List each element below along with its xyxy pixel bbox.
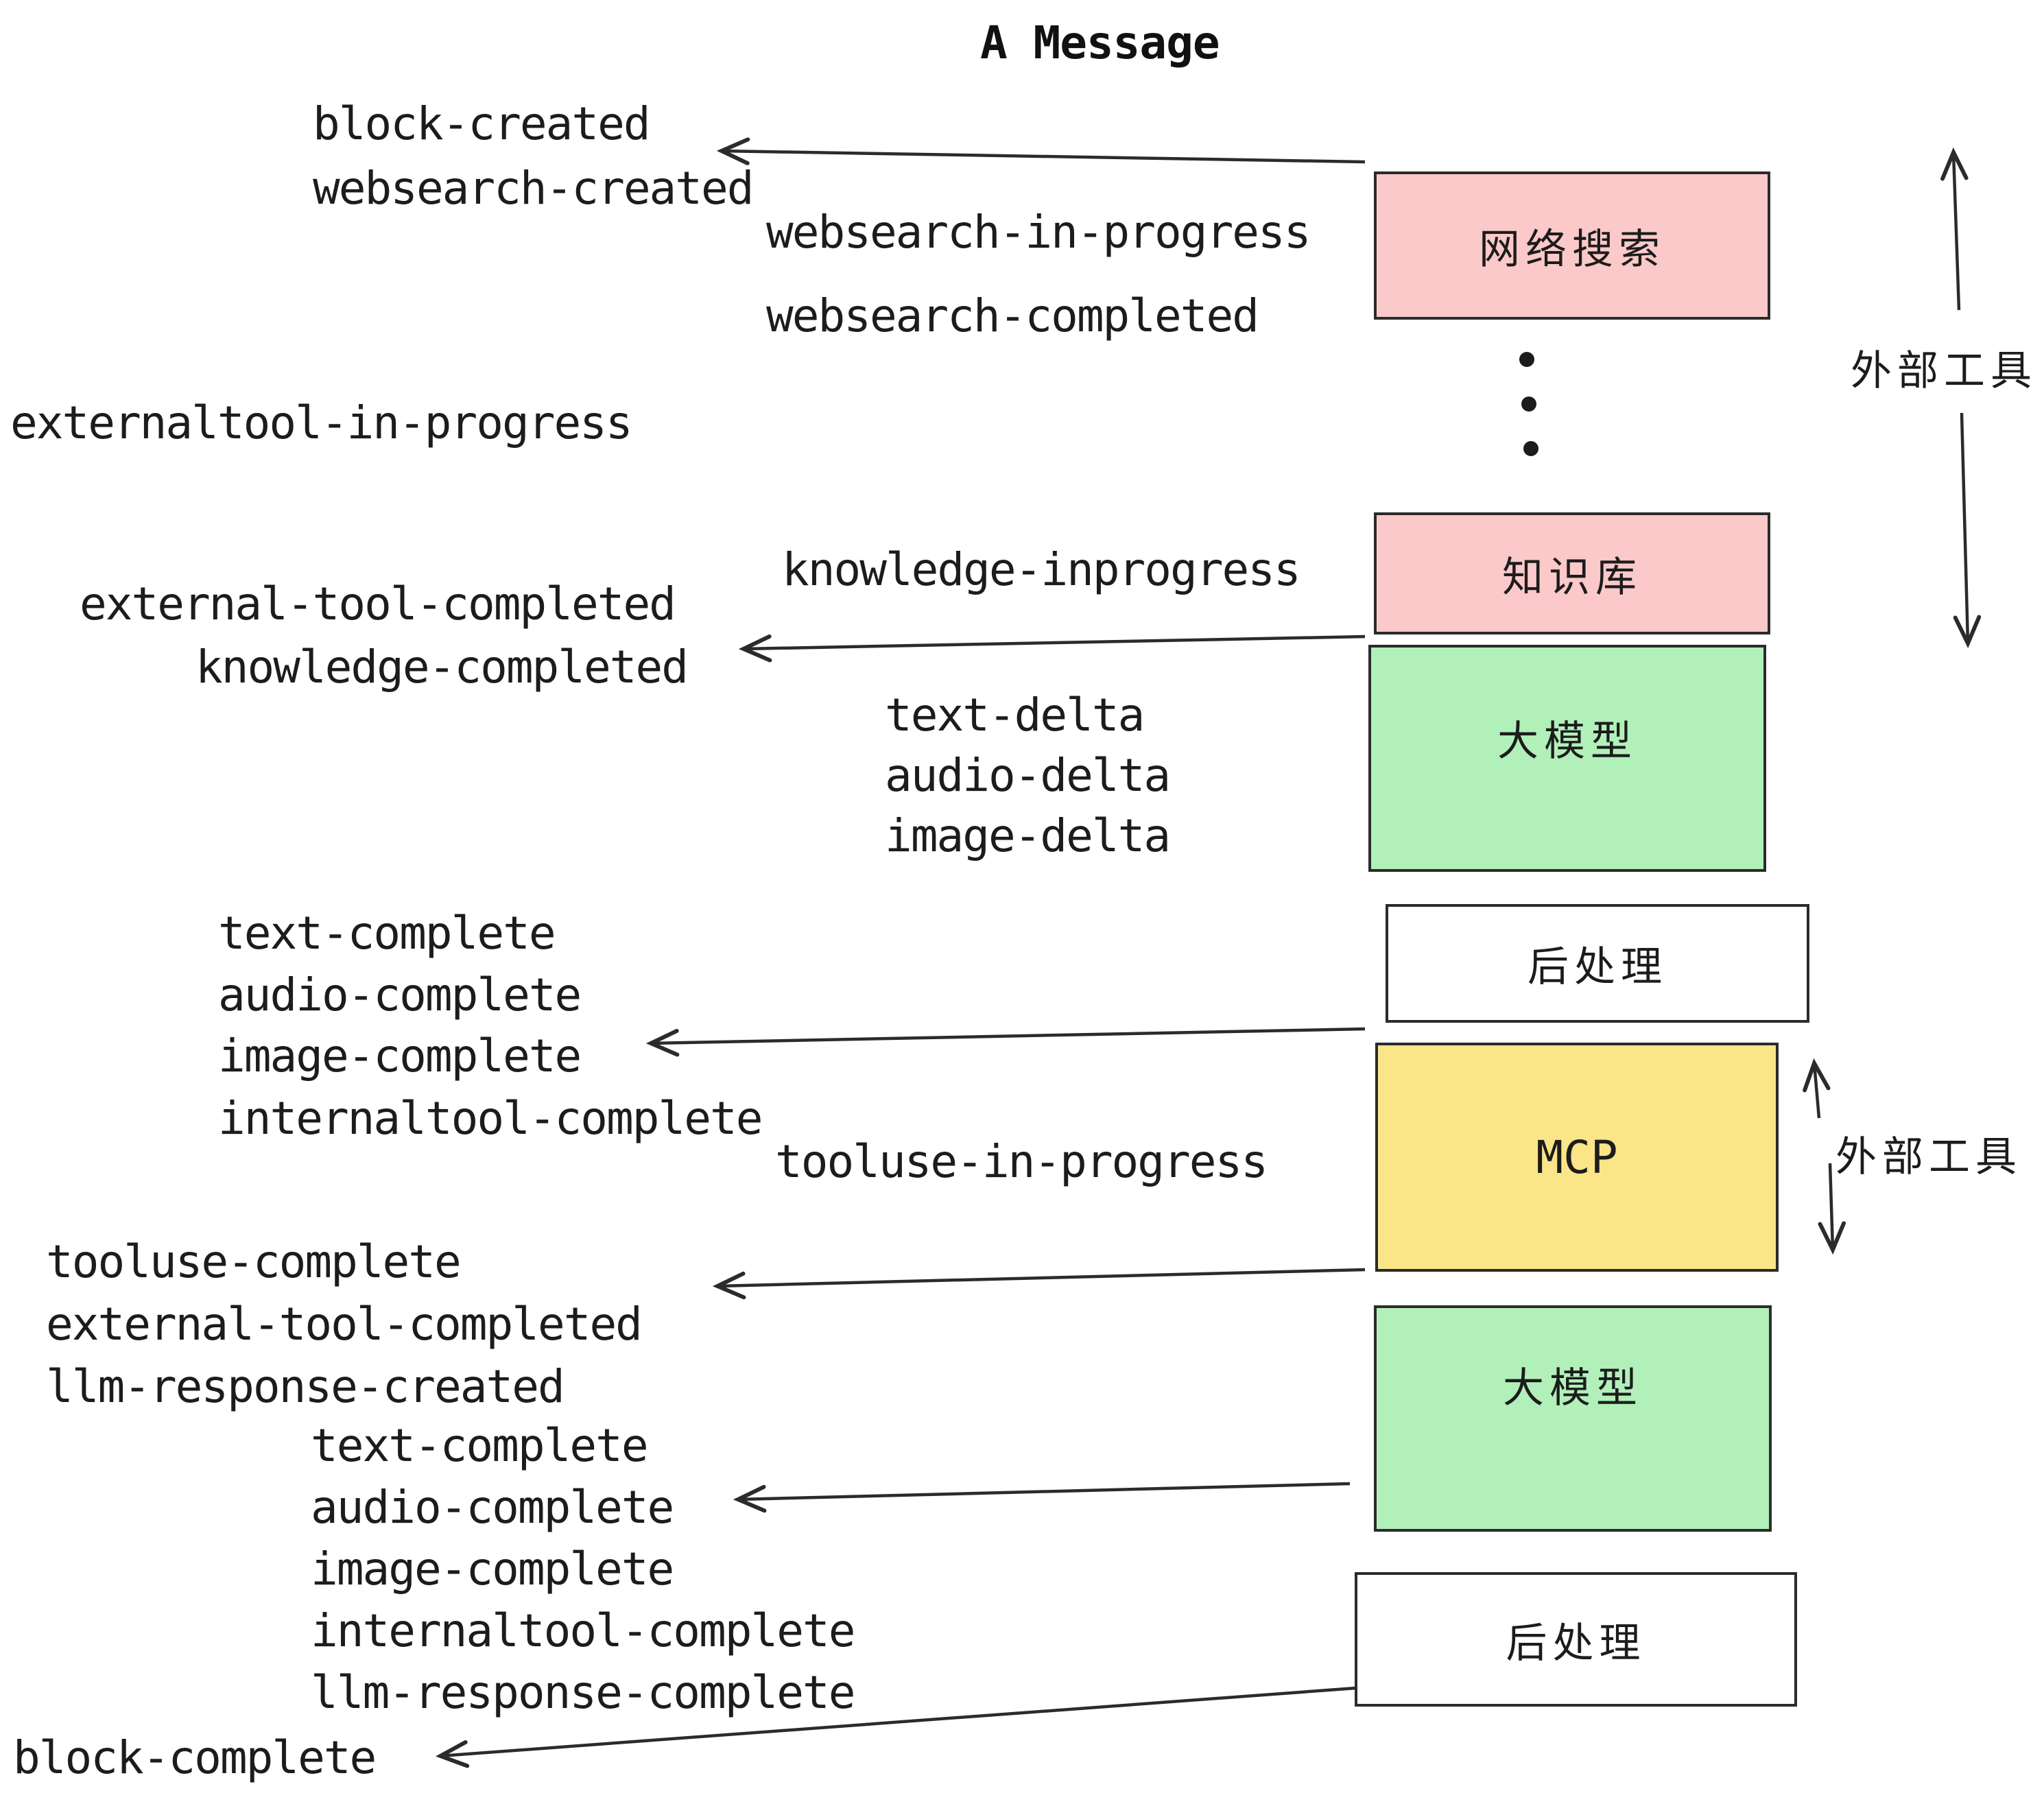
event-external-tool-completed-1: external-tool-completed [80, 578, 676, 630]
event-text-delta-1: text-delta [885, 689, 1145, 741]
event-websearch-created: websearch-created [313, 162, 754, 215]
event-internaltool-complete-2: internaltool-complete [311, 1604, 855, 1657]
knowledge-base-box-label: 知识库 [1502, 554, 1642, 600]
event-tooluse-complete: tooluse-complete [46, 1235, 462, 1288]
knowledge-base-box: 知识库 [1374, 512, 1770, 634]
event-llm-response-created: llm-response-created [46, 1360, 565, 1413]
event-tooluse-in-progress: tooluse-in-progress [775, 1135, 1268, 1188]
postprocess-box-1-label: 后处理 [1528, 944, 1667, 990]
event-knowledge-completed: knowledge-completed [195, 641, 689, 693]
llm-box-2-label: 大模型 [1503, 1364, 1643, 1411]
arrow-knowledge-to-completed [744, 637, 1366, 649]
event-audio-complete-2: audio-complete [311, 1481, 674, 1534]
external-tools-top-down-arrow [1962, 412, 1968, 643]
event-externaltool-in-progress: externaltool-in-progress [10, 396, 633, 449]
mcp-box-label: MCP [1536, 1130, 1618, 1184]
event-image-delta-1: image-delta [885, 809, 1171, 862]
postprocess-box-2-label: 后处理 [1506, 1619, 1646, 1666]
event-image-complete-2: image-complete [311, 1543, 674, 1595]
event-llm-response-complete: llm-response-complete [311, 1666, 855, 1719]
event-block-complete: block-complete [13, 1731, 377, 1784]
event-websearch-completed: websearch-completed [766, 289, 1259, 342]
event-block-created: block-created [313, 97, 651, 150]
llm-box-1-label: 大模型 [1497, 718, 1637, 764]
event-text-complete-1: text-complete [218, 907, 556, 960]
event-websearch-in-progress: websearch-in-progress [766, 206, 1311, 259]
event-audio-delta-1: audio-delta [885, 749, 1171, 802]
event-text-complete-2: text-complete [311, 1419, 649, 1472]
external-tools-label-top: 外部工具 [1851, 348, 2037, 394]
diagram-title: A Message [980, 16, 1220, 69]
mcp-box: MCP [1375, 1043, 1779, 1272]
websearch-box-label: 网络搜索 [1479, 226, 1665, 272]
arrow-post1-to-complete-list [651, 1027, 1366, 1043]
arrow-websearch-to-created [722, 151, 1366, 162]
event-knowledge-inprogress: knowledge-inprogress [782, 543, 1301, 596]
postprocess-box-1: 后处理 [1386, 904, 1809, 1023]
external-tools-bottom-up-arrow [1814, 1063, 1819, 1119]
event-audio-complete-1: audio-complete [218, 969, 582, 1021]
websearch-box: 网络搜索 [1374, 171, 1770, 320]
arrow-llm2-to-audio-complete [738, 1482, 1351, 1499]
llm-box-2: 大模型 [1374, 1305, 1772, 1532]
external-tools-top-up-arrow [1953, 152, 1959, 311]
event-internaltool-complete-1: internaltool-complete [218, 1092, 763, 1145]
event-external-tool-completed-2: external-tool-completed [46, 1298, 643, 1351]
external-tools-label-bottom: 外部工具 [1835, 1134, 2022, 1180]
postprocess-box-2: 后处理 [1355, 1572, 1797, 1707]
vertical-ellipsis-dots [1519, 352, 1538, 456]
external-tools-bottom-down-arrow [1830, 1163, 1833, 1250]
arrow-mcp-to-tooluse-complete [717, 1268, 1366, 1286]
event-image-complete-1: image-complete [218, 1030, 582, 1082]
llm-box-1: 大模型 [1368, 645, 1766, 872]
